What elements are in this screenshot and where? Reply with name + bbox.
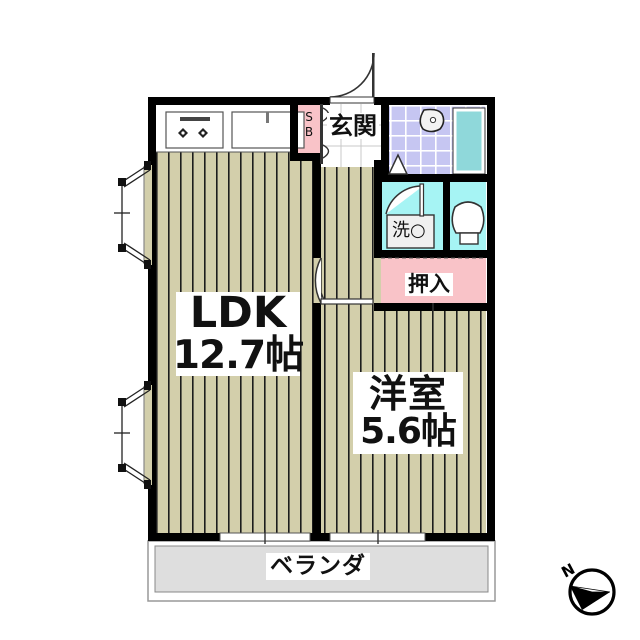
ldk-name: LDK — [189, 288, 287, 339]
bedroom-name: 洋室 — [368, 372, 447, 417]
wall-ldk-bedroom — [313, 303, 321, 541]
west-window-lower[interactable] — [114, 381, 152, 489]
toilet-fixture — [451, 201, 485, 245]
ldk-balcony-window[interactable] — [219, 530, 311, 544]
room-label-bedroom: 洋室 5.6帖 — [353, 372, 463, 454]
sink-faucet — [266, 112, 269, 123]
washroom-door[interactable] — [385, 183, 425, 217]
kitchen-fixtures — [165, 111, 305, 149]
bedroom-size: 5.6帖 — [360, 411, 457, 453]
wall-bath-left — [381, 97, 389, 181]
stove-burner-left — [178, 128, 188, 138]
bath-door[interactable] — [387, 153, 409, 175]
wall-ldk-entrance — [290, 97, 298, 160]
room-label-veranda: ベランダ — [266, 553, 370, 581]
wall-ldk-utility — [374, 160, 382, 258]
room-label-washroom: 洗○ — [392, 220, 426, 241]
wall-top-left — [148, 97, 314, 105]
bedroom-balcony-window[interactable] — [329, 530, 426, 544]
bathtub — [453, 108, 485, 174]
room-label-entrance: 玄関 — [327, 112, 379, 140]
wall-ldk-bedroom-upper — [313, 160, 321, 258]
west-window-upper[interactable] — [114, 161, 152, 269]
ldk-size: 12.7帖 — [172, 333, 304, 379]
wall-shoebox-bottom — [290, 153, 320, 161]
wall-washroom-toilet — [443, 182, 450, 256]
wall-closet-top — [374, 250, 495, 258]
wall-top-entrance-left — [314, 97, 330, 105]
wall-top-right — [374, 97, 495, 105]
toilet-tank — [459, 232, 479, 245]
wall-closet-bottom — [374, 303, 495, 311]
entrance-door[interactable] — [329, 52, 375, 104]
room-label-closet: 押入 — [405, 273, 453, 297]
wall-left — [148, 97, 156, 541]
wall-bottom-right — [425, 533, 495, 541]
washing-machine-pan — [386, 214, 435, 249]
ldk-bedroom-door[interactable] — [314, 257, 374, 305]
stove-grill-bar — [180, 117, 210, 121]
bath-fixtures — [419, 108, 445, 133]
compass-rose: N — [558, 560, 616, 616]
walls — [148, 97, 495, 541]
wall-bottom-left — [148, 533, 220, 541]
wall-bath-bottom — [381, 174, 495, 182]
room-label-ldk: LDK 12.7帖 — [172, 288, 304, 379]
toilet-bowl — [451, 201, 485, 234]
wall-right — [487, 97, 495, 541]
stove-burner-right — [198, 128, 208, 138]
basin-drain — [429, 116, 437, 124]
closet-doors[interactable] — [381, 257, 486, 311]
